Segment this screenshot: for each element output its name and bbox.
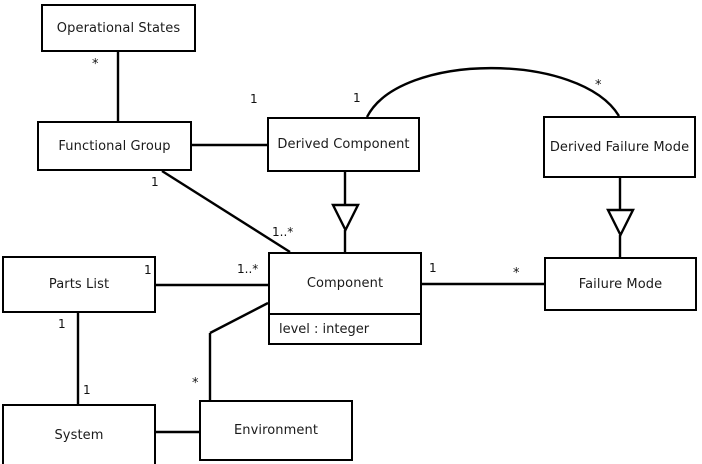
class-name-component: Component xyxy=(306,276,384,291)
multiplicity-component-failure-mode: 1 xyxy=(429,261,437,275)
multiplicity-system-parts-list: 1 xyxy=(83,383,91,397)
class-name-derived-component: Derived Component xyxy=(277,137,410,152)
multiplicity-component-functional-group: 1..* xyxy=(272,225,294,239)
multiplicity-parts-list-component: 1 xyxy=(144,263,152,277)
class-name-derived-failure-mode: Derived Failure Mode xyxy=(549,139,690,155)
class-name-system: System xyxy=(54,427,104,443)
edge-functional-group-component xyxy=(161,169,291,254)
multiplicity-component-parts-list: 1..* xyxy=(237,262,259,276)
class-attribute-component-level: level : integer xyxy=(270,313,420,343)
class-box-derived-component[interactable]: Derived Component xyxy=(267,117,420,172)
multiplicity-derived-failure-mode-arc: * xyxy=(595,78,602,93)
class-box-parts-list[interactable]: Parts List xyxy=(2,256,156,313)
class-box-derived-failure-mode[interactable]: Derived Failure Mode xyxy=(543,116,696,178)
generalization-triangle-derived-failure-mode xyxy=(606,208,635,238)
class-box-failure-mode[interactable]: Failure Mode xyxy=(544,257,697,311)
multiplicity-parts-list-system: 1 xyxy=(58,317,66,331)
class-name-failure-mode: Failure Mode xyxy=(578,276,663,292)
class-box-environment[interactable]: Environment xyxy=(199,400,353,461)
multiplicity-operational-states-functional-group: * xyxy=(92,57,99,72)
class-name-functional-group: Functional Group xyxy=(58,138,171,154)
multiplicity-environment-component: * xyxy=(192,376,199,391)
edge-derived-component-derived-failure-mode xyxy=(365,67,621,118)
class-name-operational-states: Operational States xyxy=(56,20,181,36)
class-box-operational-states[interactable]: Operational States xyxy=(41,4,196,52)
class-name-parts-list: Parts List xyxy=(48,277,110,292)
multiplicity-functional-group-derived-component: 1 xyxy=(250,92,258,106)
multiplicity-functional-group-component: 1 xyxy=(151,175,159,189)
class-box-system[interactable]: System xyxy=(2,404,156,464)
multiplicity-failure-mode-component: * xyxy=(513,266,520,281)
edge-environment-component-diagonal xyxy=(209,301,269,335)
class-name-environment: Environment xyxy=(233,423,319,438)
class-box-component[interactable]: Component level : integer xyxy=(268,252,422,345)
class-box-functional-group[interactable]: Functional Group xyxy=(37,121,192,171)
generalization-triangle-derived-component xyxy=(331,203,360,233)
multiplicity-derived-component-arc: 1 xyxy=(353,91,361,105)
